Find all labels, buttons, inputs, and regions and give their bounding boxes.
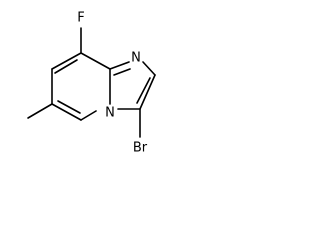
bridgehead-nitrogen-label: N — [105, 106, 115, 121]
bond-c8a-c8 — [80, 52, 111, 70]
bond-c2-c3-double — [136, 77, 151, 104]
bond-c8a-n1 — [109, 61, 130, 70]
bromine-label: Br — [133, 141, 148, 156]
bond-c8a-n1-double — [113, 68, 131, 76]
bond-c6-methyl — [27, 103, 53, 119]
bond-n1-c2 — [142, 61, 156, 76]
chemical-structure-diagram: F N N Br — [27, 11, 156, 156]
ring-nitrogen-label: N — [131, 51, 141, 66]
fluorine-label: F — [77, 11, 84, 26]
bond-c6-c5-double — [57, 100, 81, 114]
bond-c6-c5 — [51, 103, 82, 121]
bond-c5-n4 — [80, 110, 97, 121]
bond-c2-c3 — [139, 74, 156, 110]
bond-c7-c8-double — [54, 59, 78, 74]
bond-c8-c7 — [51, 52, 82, 70]
